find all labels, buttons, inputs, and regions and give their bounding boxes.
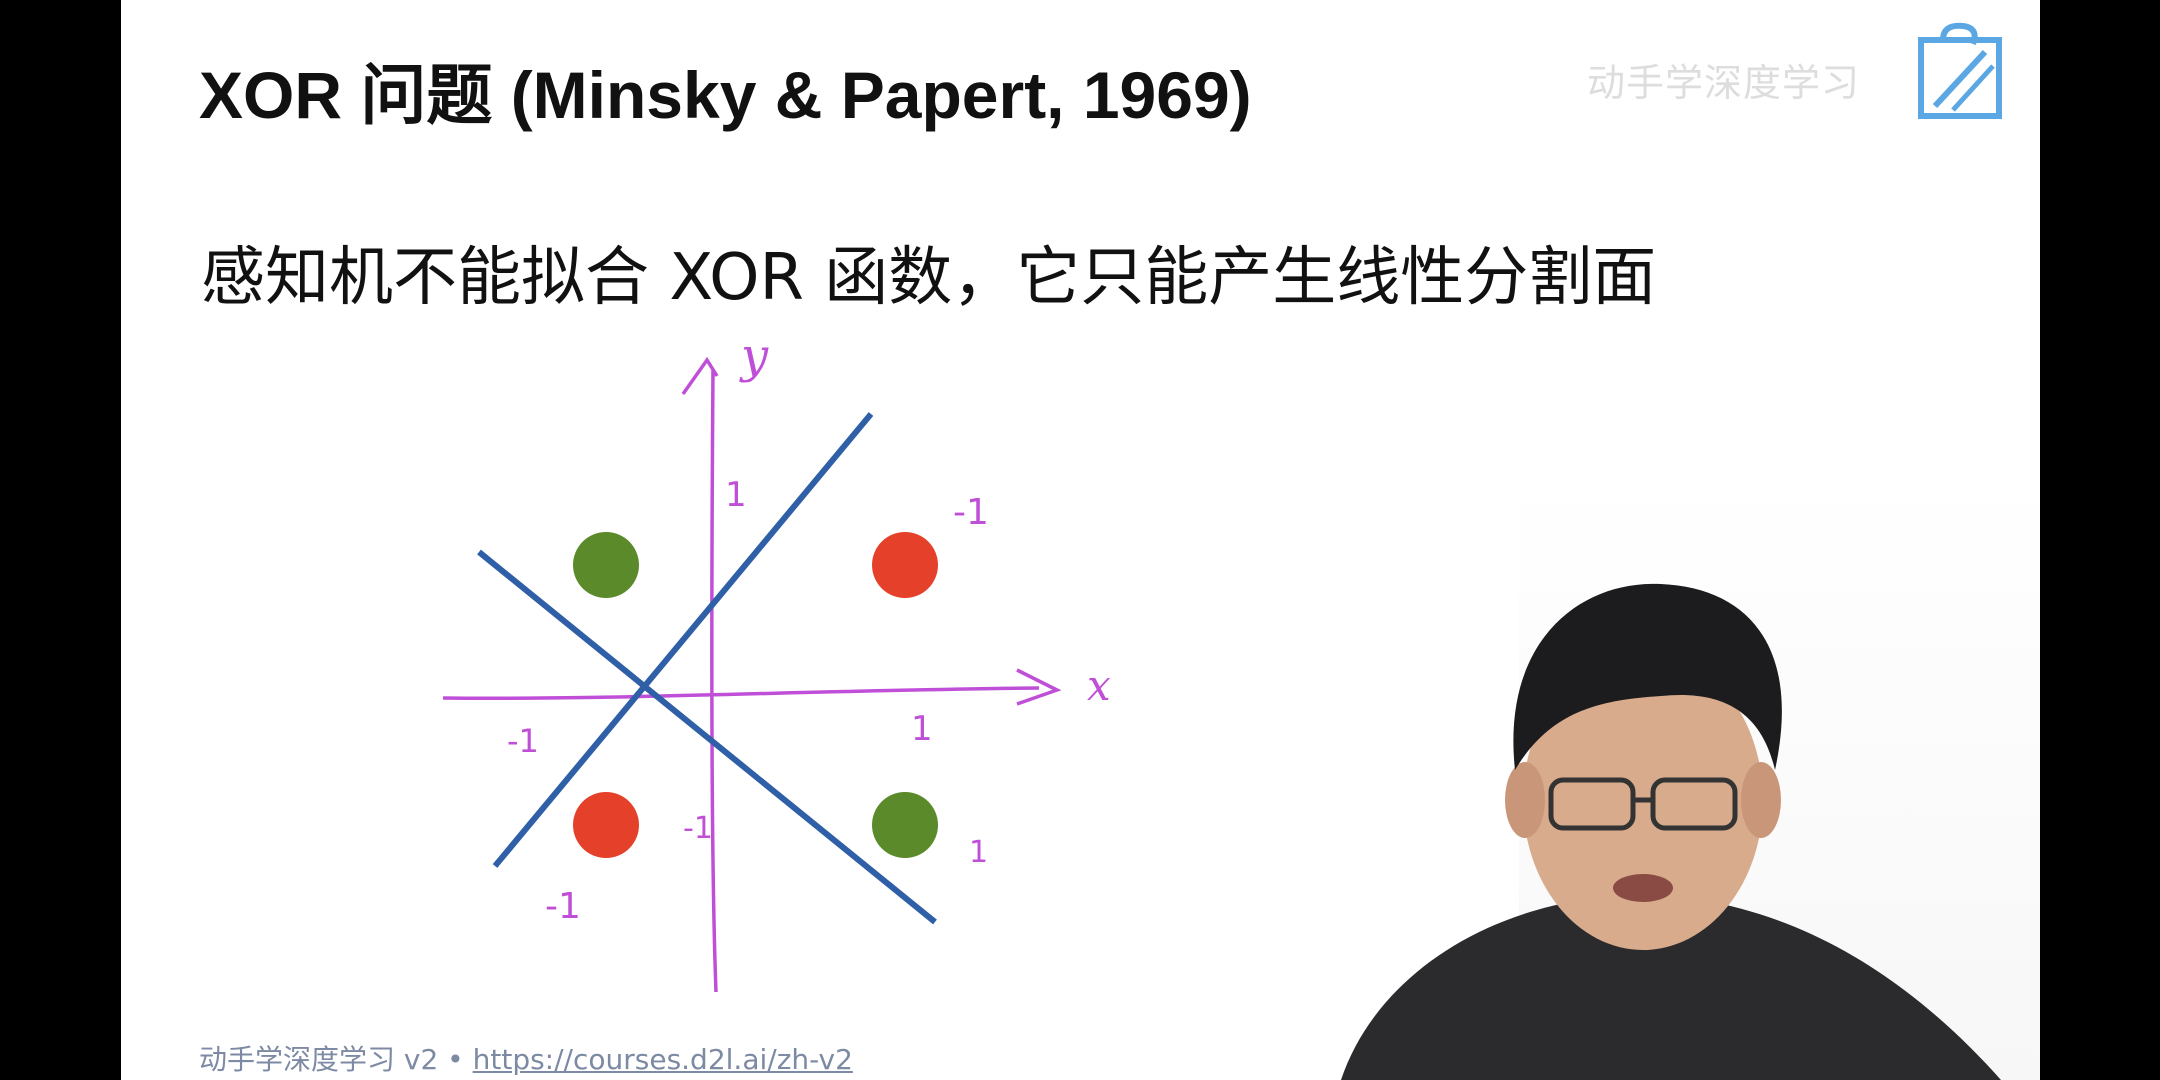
- presenter-mouth: [1613, 874, 1673, 902]
- tick-label-y-neg: -1: [683, 811, 713, 846]
- slide-subtitle: 感知机不能拟合 XOR 函数，它只能产生线性分割面: [201, 241, 1657, 315]
- xor-diagram: y x 1 -1 1 -1 -1 1 -1: [442, 328, 1111, 993]
- presenter-video-feed: [1341, 583, 2001, 1080]
- point-label-bottom-left: -1: [545, 886, 581, 927]
- slide-title: XOR 问题 (Minsky & Papert, 1969): [199, 58, 1252, 132]
- tick-label-y-pos: 1: [725, 475, 747, 515]
- y-axis-arrow: [681, 356, 719, 396]
- x-axis-arrow: [1016, 668, 1062, 706]
- point-green-bottom-right: [872, 792, 938, 858]
- bilibili-watermark: 动手学深度学习: [1587, 22, 2027, 132]
- slide: XOR 问题 (Minsky & Papert, 1969) 感知机不能拟合 X…: [121, 0, 2040, 1080]
- point-label-top-right: -1: [953, 492, 989, 533]
- presenter-shirt: [1341, 900, 2001, 1080]
- bilibili-logo-icon: [1918, 22, 2002, 119]
- footer-text: 动手学深度学习 v2 •: [199, 1043, 473, 1076]
- y-axis: [710, 369, 718, 993]
- point-red-top-right: [872, 532, 938, 598]
- point-red-bottom-left: [573, 792, 639, 858]
- presenter-ear-left: [1505, 762, 1545, 838]
- slide-footer: 动手学深度学习 v2 • https://courses.d2l.ai/zh-v…: [199, 1038, 853, 1078]
- separator-line-2: [492, 412, 874, 868]
- x-axis: [442, 686, 1040, 701]
- watermark-text: 动手学深度学习: [1587, 61, 1861, 105]
- presenter-ear-right: [1741, 762, 1781, 838]
- glasses-right-lens: [1650, 777, 1738, 831]
- presenter-hair: [1513, 583, 1782, 770]
- tick-label-x-neg: -1: [507, 722, 539, 760]
- footer-link[interactable]: https://courses.d2l.ai/zh-v2: [472, 1043, 853, 1076]
- glasses-left-lens: [1548, 777, 1636, 831]
- separator-line-1: [477, 549, 937, 925]
- point-label-bottom-right: 1: [969, 835, 988, 870]
- point-green-top-left: [573, 532, 639, 598]
- tick-label-x-pos: 1: [911, 709, 933, 749]
- axis-x-label: x: [1087, 661, 1111, 710]
- axis-y-label: y: [739, 328, 769, 384]
